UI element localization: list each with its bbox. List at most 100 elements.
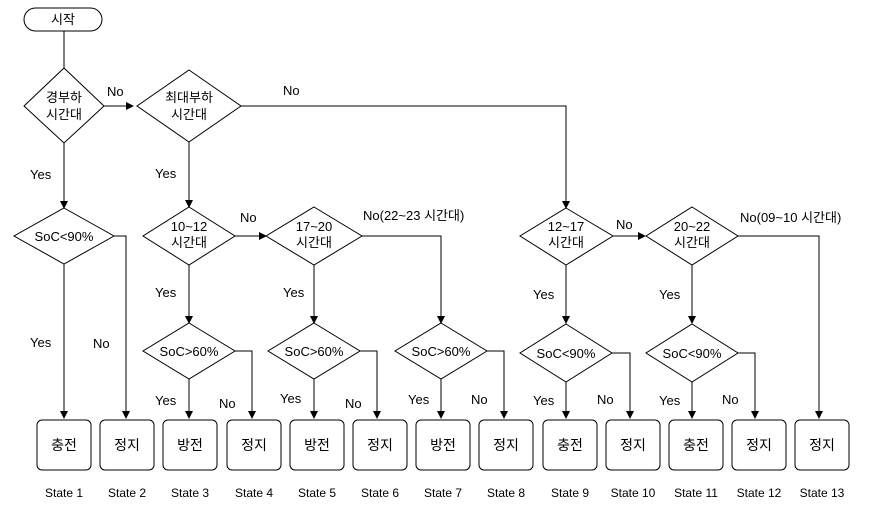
label-soc60a-no: No — [219, 396, 236, 411]
state-box-frame — [226, 419, 282, 471]
label-peak-yes: Yes — [155, 166, 177, 181]
decision-soc60-b: SoC>60% — [267, 322, 361, 380]
state-box-6: 정지 — [352, 419, 408, 471]
state-box-frame — [289, 419, 345, 471]
edge-soc90c-no — [738, 352, 759, 419]
label-1720-yes: Yes — [283, 285, 305, 300]
edge-soc60b-no — [360, 350, 381, 419]
state-box-frame — [99, 419, 155, 471]
state-label-9: State 9 — [551, 486, 589, 500]
label-soc60b-no: No — [345, 396, 362, 411]
state-label-12: State 12 — [737, 486, 782, 500]
label-1012-yes: Yes — [155, 285, 177, 300]
label-2022-yes: Yes — [659, 287, 681, 302]
state-box-1: 충전 — [36, 419, 92, 471]
edge-soc90a-no — [114, 235, 130, 419]
decision-soc90-c: SoC<90% — [645, 323, 739, 383]
state-box-9: 충전 — [542, 419, 598, 471]
state-box-frame — [605, 419, 661, 471]
state-box-label: 정지 — [367, 437, 393, 453]
decision-peak-line2: 시간대 — [171, 107, 207, 122]
state-box-label: 방전 — [304, 437, 330, 453]
state-box-label: 정지 — [241, 437, 267, 453]
decision-20-22: 20~22 시간대 — [645, 206, 739, 266]
state-box-label: 정지 — [493, 437, 519, 453]
state-box-frame — [542, 419, 598, 471]
decision-1217-line2: 시간대 — [548, 235, 584, 250]
label-peak-no: No — [283, 83, 300, 98]
state-box-label: 방전 — [177, 437, 203, 453]
edge-soc90b-no — [612, 352, 634, 419]
decision-2022-line1: 20~22 — [674, 219, 711, 234]
state-box-frame — [352, 419, 408, 471]
decision-soc90-c-label: SoC<90% — [663, 346, 722, 361]
state-box-label: 충전 — [51, 437, 77, 453]
state-box-3: 방전 — [162, 419, 218, 471]
decision-light-load: 경부하 시간대 — [23, 67, 105, 144]
state-label-8: State 8 — [487, 486, 525, 500]
decision-1012-line1: 10~12 — [171, 219, 208, 234]
state-label-4: State 4 — [235, 486, 273, 500]
label-1012-no: No — [240, 210, 257, 225]
decision-1720-line1: 17~20 — [296, 219, 333, 234]
terminal-boxes: 충전 정지 방전 정지 방전 정지 방전 정지 충전 정지 충전 정지 정지 — [36, 419, 850, 471]
start-label: 시작 — [51, 12, 75, 27]
edge-soc60c-no — [487, 350, 508, 419]
state-label-11: State 11 — [674, 486, 718, 500]
decision-peak-line1: 최대부하 — [165, 90, 213, 105]
state-box-label: 충전 — [557, 437, 583, 453]
decision-soc60-c: SoC>60% — [394, 322, 488, 380]
state-box-frame — [731, 419, 787, 471]
edge-peak-no — [241, 105, 570, 209]
decision-light-line1: 경부하 — [46, 90, 82, 105]
state-label-6: State 6 — [361, 486, 399, 500]
connectors — [60, 31, 823, 419]
label-soc90c-no: No — [722, 392, 739, 407]
state-box-frame — [668, 419, 724, 471]
decision-1720-line2: 시간대 — [296, 235, 332, 250]
decision-10-12: 10~12 시간대 — [142, 206, 236, 266]
label-soc90a-yes: Yes — [30, 335, 52, 350]
edge-1720-no — [362, 235, 445, 324]
state-box-13: 정지 — [794, 419, 850, 471]
decision-soc60-a-label: SoC>60% — [160, 344, 219, 359]
state-label-7: State 7 — [424, 486, 462, 500]
edge-2022-no — [738, 235, 823, 419]
label-soc90a-no: No — [93, 336, 110, 351]
state-label-3: State 3 — [171, 486, 209, 500]
decision-12-17: 12~17 시간대 — [519, 207, 614, 266]
decision-soc60-b-label: SoC>60% — [285, 344, 344, 359]
label-light-yes: Yes — [30, 167, 52, 182]
state-box-label: 정지 — [114, 437, 140, 453]
state-box-11: 충전 — [668, 419, 724, 471]
decision-soc60-a: SoC>60% — [142, 322, 236, 380]
label-1720-no: No(22~23 시간대) — [363, 208, 464, 223]
state-labels: State 1 State 2 State 3 State 4 State 5 State… — [45, 486, 845, 500]
state-box-label: 정지 — [620, 437, 646, 453]
start-node: 시작 — [23, 7, 103, 32]
decision-1217-line1: 12~17 — [548, 219, 585, 234]
state-label-5: State 5 — [298, 486, 336, 500]
state-box-label: 정지 — [809, 437, 835, 453]
decision-soc90-a-label: SoC<90% — [35, 229, 94, 244]
state-box-frame — [415, 419, 471, 471]
label-soc60c-yes: Yes — [408, 392, 430, 407]
state-box-4: 정지 — [226, 419, 282, 471]
state-box-frame — [794, 419, 850, 471]
label-soc90b-no: No — [597, 392, 614, 407]
state-label-13: State 13 — [800, 486, 845, 500]
state-box-12: 정지 — [731, 419, 787, 471]
state-box-5: 방전 — [289, 419, 345, 471]
state-box-frame — [478, 419, 534, 471]
state-box-2: 정지 — [99, 419, 155, 471]
decision-light-line2: 시간대 — [46, 107, 82, 122]
state-box-7: 방전 — [415, 419, 471, 471]
label-soc60a-yes: Yes — [155, 393, 177, 408]
state-box-8: 정지 — [478, 419, 534, 471]
label-light-no: No — [107, 84, 124, 99]
decision-17-20: 17~20 시간대 — [265, 206, 363, 266]
state-label-2: State 2 — [108, 486, 146, 500]
state-box-label: 정지 — [746, 437, 772, 453]
state-label-1: State 1 — [45, 486, 83, 500]
